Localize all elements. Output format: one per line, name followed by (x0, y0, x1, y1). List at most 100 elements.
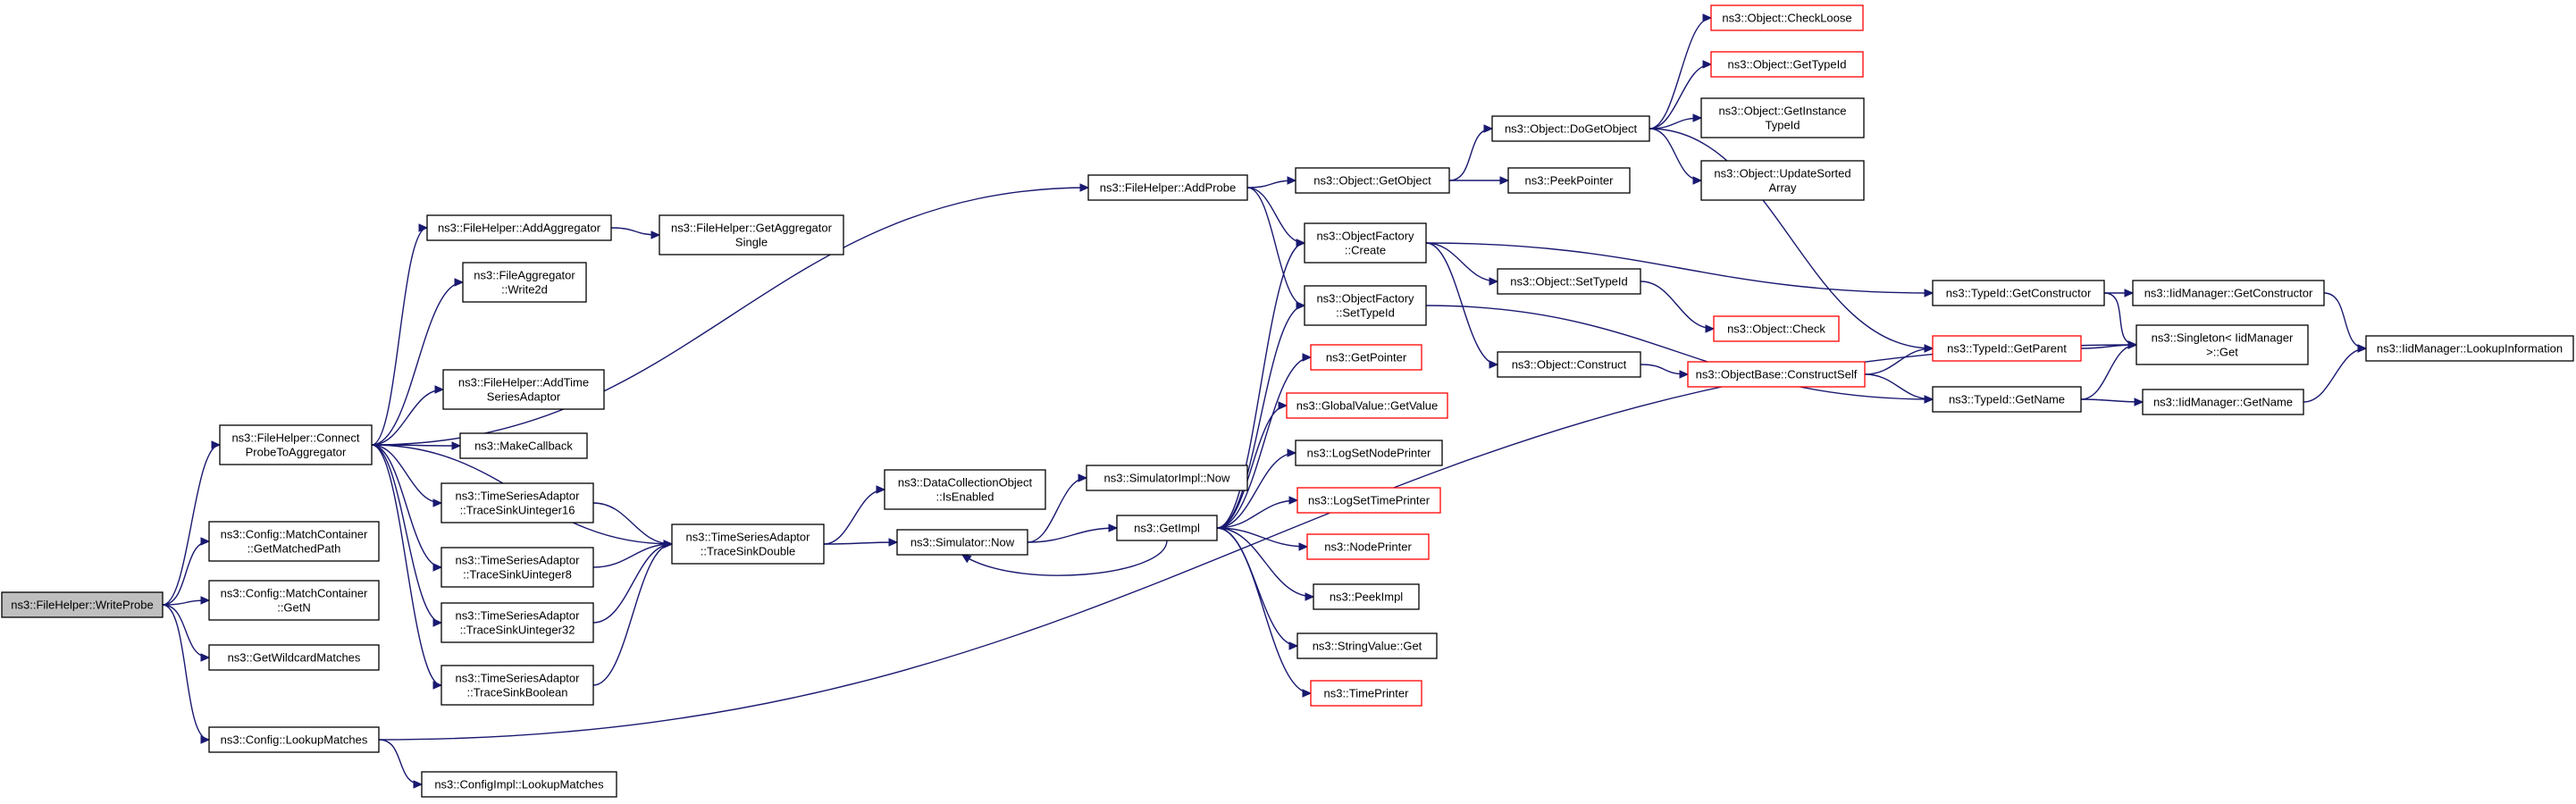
node-iidgetname[interactable]: ns3::IidManager::GetName (2142, 389, 2304, 415)
node-box[interactable] (2365, 335, 2574, 362)
node-box[interactable] (1497, 351, 1641, 378)
node-box[interactable] (1932, 386, 2082, 413)
node-logsetnode[interactable]: ns3::LogSetNodePrinter (1295, 440, 1443, 466)
node-box[interactable] (1713, 315, 1840, 342)
node-box[interactable] (1086, 465, 1248, 491)
node-box[interactable] (1304, 285, 1427, 326)
node-objsettypeid[interactable]: ns3::Object::SetTypeId (1497, 268, 1641, 295)
node-gvgetvalue[interactable]: ns3::GlobalValue::GetValue (1286, 392, 1448, 419)
node-connect[interactable]: ns3::FileHelper::ConnectProbeToAggregato… (219, 424, 373, 465)
node-box[interactable] (1310, 680, 1422, 707)
node-box[interactable] (1295, 167, 1450, 194)
node-box[interactable] (426, 214, 612, 241)
node-box[interactable] (459, 432, 588, 459)
node-box[interactable] (421, 771, 617, 798)
node-simimplnow[interactable]: ns3::SimulatorImpl::Now (1086, 465, 1248, 491)
node-lookupinfo[interactable]: ns3::IidManager::LookupInformation (2365, 335, 2574, 362)
node-box[interactable] (441, 602, 594, 643)
node-box[interactable] (1116, 515, 1218, 541)
node-getimpl[interactable]: ns3::GetImpl (1116, 515, 1218, 541)
node-tidgetname[interactable]: ns3::TypeId::GetName (1932, 386, 2082, 413)
node-box[interactable] (1295, 440, 1443, 466)
node-box[interactable] (2135, 324, 2309, 365)
node-tsuint32[interactable]: ns3::TimeSeriesAdaptor::TraceSinkUintege… (441, 602, 594, 643)
node-box[interactable] (1, 591, 164, 618)
node-nodeprinter[interactable]: ns3::NodePrinter (1306, 533, 1430, 560)
node-box[interactable] (2142, 389, 2304, 415)
node-tsuint16[interactable]: ns3::TimeSeriesAdaptor::TraceSinkUintege… (441, 482, 594, 523)
node-simnow[interactable]: ns3::Simulator::Now (896, 529, 1028, 556)
node-constructself[interactable]: ns3::ObjectBase::ConstructSelf (1687, 361, 1866, 388)
node-box[interactable] (1687, 361, 1866, 388)
node-getpointer[interactable]: ns3::GetPointer (1310, 344, 1422, 371)
node-box[interactable] (1306, 533, 1430, 560)
node-writeprobe[interactable]: ns3::FileHelper::WriteProbe (1, 591, 164, 618)
node-objconstruct[interactable]: ns3::Object::Construct (1497, 351, 1641, 378)
node-box[interactable] (441, 547, 594, 588)
node-peekpointer[interactable]: ns3::PeekPointer (1507, 167, 1631, 194)
node-singletonget[interactable]: ns3::Singleton< IidManager >::Get (2135, 324, 2309, 365)
node-box[interactable] (1310, 344, 1422, 371)
node-box[interactable] (1296, 632, 1438, 659)
node-tsuint8[interactable]: ns3::TimeSeriesAdaptor::TraceSinkUintege… (441, 547, 594, 588)
node-box[interactable] (1296, 487, 1441, 514)
node-box[interactable] (671, 523, 825, 565)
node-box[interactable] (896, 529, 1028, 556)
node-getmatchedpath[interactable]: ns3::Config::MatchContainer::GetMatchedP… (208, 521, 380, 562)
node-box[interactable] (208, 580, 380, 621)
node-peekimpl[interactable]: ns3::PeekImpl (1313, 583, 1420, 610)
node-tsdouble[interactable]: ns3::TimeSeriesAdaptor::TraceSinkDouble (671, 523, 825, 565)
node-lookupmatches[interactable]: ns3::Config::LookupMatches (208, 726, 380, 753)
node-box[interactable] (1507, 167, 1631, 194)
node-logsettime[interactable]: ns3::LogSetTimePrinter (1296, 487, 1441, 514)
node-addprobe[interactable]: ns3::FileHelper::AddProbe (1087, 174, 1248, 201)
node-getwildcard[interactable]: ns3::GetWildcardMatches (208, 644, 380, 671)
node-tidgetconstructor[interactable]: ns3::TypeId::GetConstructor (1932, 280, 2105, 306)
node-isenabled[interactable]: ns3::DataCollectionObject::IsEnabled (884, 469, 1046, 510)
node-box[interactable] (1700, 160, 1865, 201)
node-checkloose[interactable]: ns3::Object::CheckLoose (1710, 4, 1864, 31)
node-getn[interactable]: ns3::Config::MatchContainer::GetN (208, 580, 380, 621)
node-box[interactable] (1497, 268, 1641, 295)
node-box[interactable] (1313, 583, 1420, 610)
node-box[interactable] (1491, 115, 1650, 142)
node-objcheck[interactable]: ns3::Object::Check (1713, 315, 1840, 342)
node-box[interactable] (1700, 97, 1865, 138)
node-box[interactable] (1932, 335, 2082, 362)
node-box[interactable] (884, 469, 1046, 510)
node-box[interactable] (1932, 280, 2105, 306)
node-makecallback[interactable]: ns3::MakeCallback (459, 432, 588, 459)
node-box[interactable] (659, 214, 844, 255)
node-box[interactable] (1286, 392, 1448, 419)
node-box[interactable] (1710, 51, 1864, 78)
node-box[interactable] (208, 521, 380, 562)
node-box[interactable] (441, 665, 594, 706)
node-getobject[interactable]: ns3::Object::GetObject (1295, 167, 1450, 194)
node-box[interactable] (1710, 4, 1864, 31)
node-tsbool[interactable]: ns3::TimeSeriesAdaptor::TraceSinkBoolean (441, 665, 594, 706)
node-iidgetconstructor[interactable]: ns3::IidManager::GetConstructor (2132, 280, 2325, 306)
node-box[interactable] (2132, 280, 2325, 306)
node-configimpllookup[interactable]: ns3::ConfigImpl::LookupMatches (421, 771, 617, 798)
node-box[interactable] (208, 726, 380, 753)
node-stringvalueget[interactable]: ns3::StringValue::Get (1296, 632, 1438, 659)
node-dogetobject[interactable]: ns3::Object::DoGetObject (1491, 115, 1650, 142)
node-box[interactable] (208, 644, 380, 671)
node-box[interactable] (1087, 174, 1248, 201)
node-write2d[interactable]: ns3::FileAggregator::Write2d (462, 262, 587, 303)
node-addaggregator[interactable]: ns3::FileHelper::AddAggregator (426, 214, 612, 241)
node-timeprinter[interactable]: ns3::TimePrinter (1310, 680, 1422, 707)
node-gettypeid[interactable]: ns3::Object::GetTypeId (1710, 51, 1864, 78)
node-box[interactable] (219, 424, 373, 465)
node-box[interactable] (462, 262, 587, 303)
node-tidgetparent[interactable]: ns3::TypeId::GetParent (1932, 335, 2082, 362)
node-box[interactable] (1304, 222, 1427, 264)
node-ofsettypeid[interactable]: ns3::ObjectFactory::SetTypeId (1304, 285, 1427, 326)
node-ofcreate[interactable]: ns3::ObjectFactory::Create (1304, 222, 1427, 264)
node-box[interactable] (441, 482, 594, 523)
node-box[interactable] (442, 369, 605, 410)
